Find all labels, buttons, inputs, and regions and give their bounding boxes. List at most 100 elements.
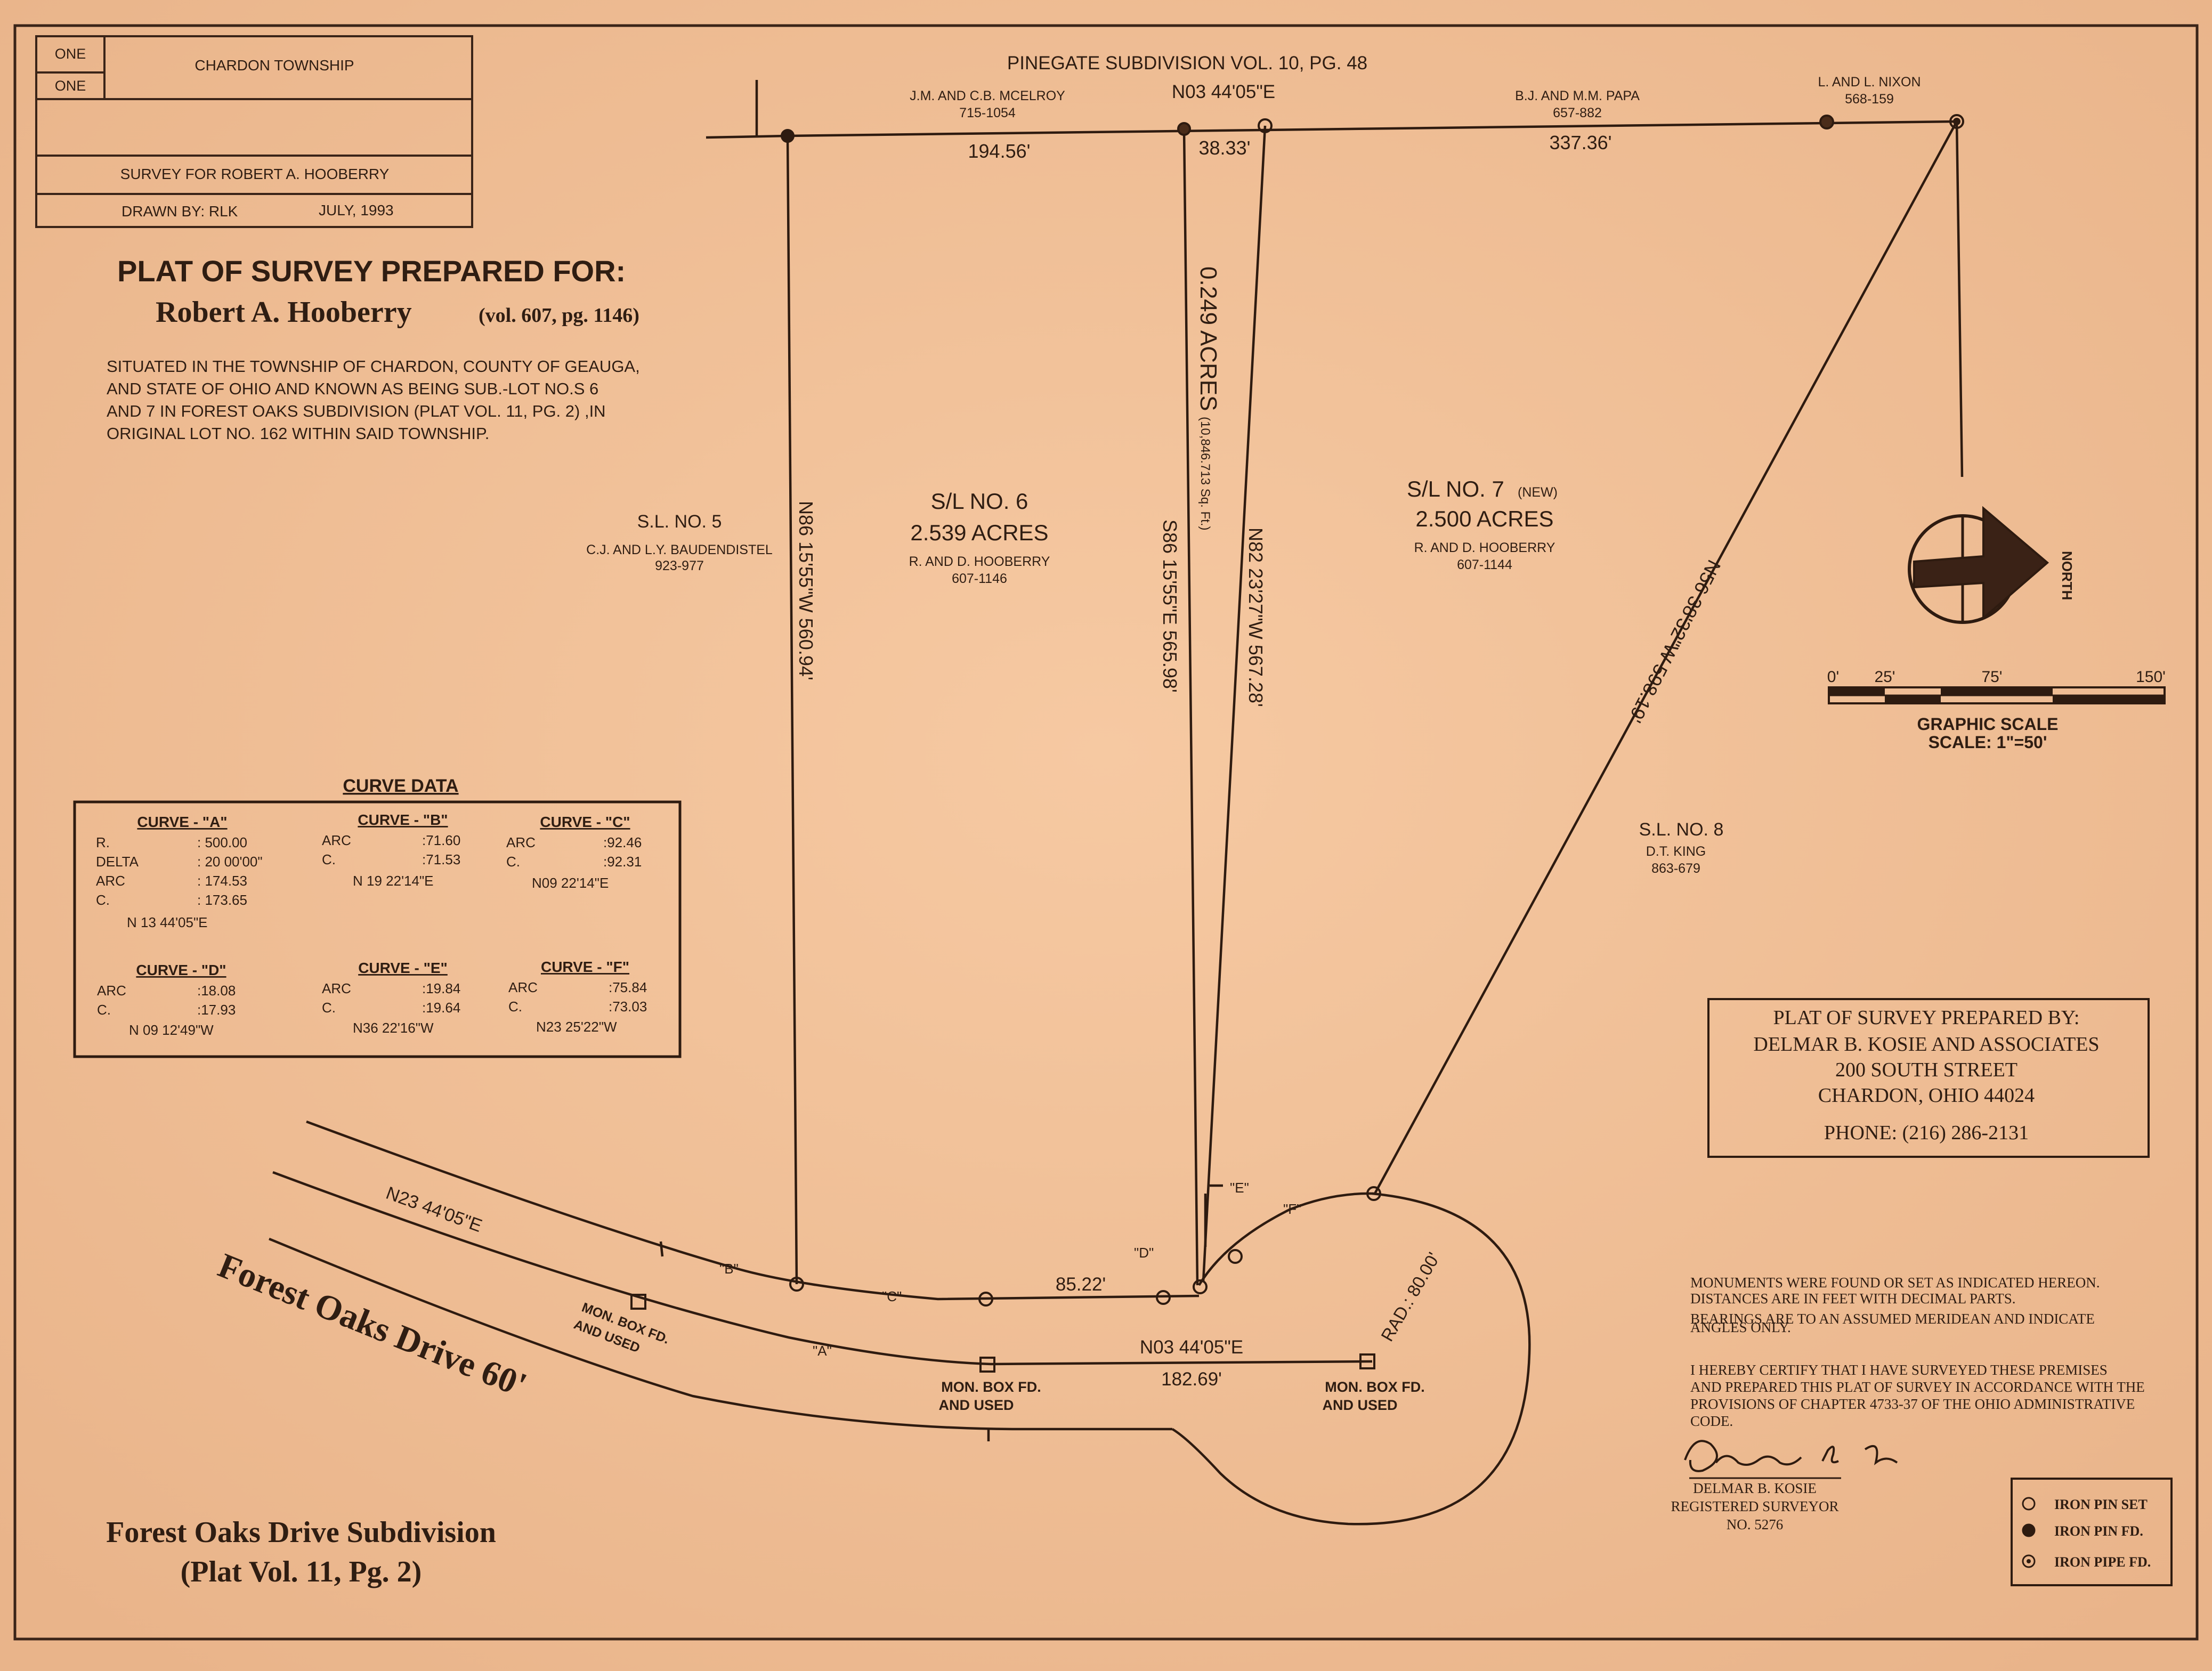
curve-a-c-val: : 173.65 <box>197 892 247 908</box>
description-line-1: SITUATED IN THE TOWNSHIP OF CHARDON, COU… <box>107 357 640 376</box>
iron-pipe-fd-marker <box>1949 114 1964 129</box>
curve-data-table <box>73 800 682 1058</box>
curve-c-block: CURVE - "C" ARC :92.46 C. :92.31 N09 22'… <box>506 814 642 891</box>
curve-b-c-key: C. <box>322 851 336 867</box>
curve-a-label: "A" <box>813 1343 832 1359</box>
scale-title: GRAPHIC SCALE <box>1917 715 2059 734</box>
curve-c-label: "C" <box>882 1288 902 1304</box>
curve-b-arc-key: ARC <box>322 832 351 848</box>
curve-c-c-val: :92.31 <box>603 854 642 870</box>
curve-b-c-val: :71.53 <box>422 851 460 867</box>
iron-pin-set-marker <box>1156 1290 1171 1305</box>
curve-f-name: CURVE - "F" <box>541 959 629 975</box>
curve-a-arc-val: : 174.53 <box>197 873 247 889</box>
mon-box-3-line-2: AND USED <box>1322 1397 1397 1413</box>
monument-box-marker <box>1359 1353 1375 1369</box>
curve-e-label: "E" <box>1230 1180 1249 1196</box>
curve-e-arc-key: ARC <box>322 980 351 996</box>
curve-e-block: CURVE - "E" ARC :19.84 C. :19.64 N36 22'… <box>322 960 460 1036</box>
dist-38-33: 38.33' <box>1199 137 1251 159</box>
plat-heading: PLAT OF SURVEY PREPARED FOR: <box>117 254 626 288</box>
papa-owner: B.J. AND M.M. PAPA <box>1515 88 1640 103</box>
iron-pin-set-icon <box>2022 1497 2036 1511</box>
curve-a-delta-key: DELTA <box>96 854 139 870</box>
surveyor-title: REGISTERED SURVEYOR <box>1671 1498 1838 1514</box>
monument-box-marker <box>979 1357 995 1373</box>
surveyor-number: NO. 5276 <box>1727 1516 1784 1532</box>
curve-e-name: CURVE - "E" <box>358 960 448 976</box>
curve-c-arc-key: ARC <box>506 834 536 850</box>
papa-ref: 657-882 <box>1553 106 1602 120</box>
monument-legend <box>2011 1478 2173 1586</box>
curve-a-bearing: N 13 44'05"E <box>127 914 208 930</box>
north-label: NORTH <box>2059 551 2075 600</box>
sl5-label: S.L. NO. 5 <box>637 512 722 532</box>
client-name: Robert A. Hooberry <box>156 296 412 329</box>
sl6-label: S/L NO. 6 <box>931 489 1028 514</box>
curve-d-arc-val: :18.08 <box>197 983 236 999</box>
curve-d-c-val: :17.93 <box>197 1002 236 1018</box>
note-line-2: DISTANCES ARE IN FEET WITH DECIMAL PARTS… <box>1690 1291 2016 1307</box>
curve-c-name: CURVE - "C" <box>540 814 630 830</box>
sl6-ref: 607-1146 <box>952 571 1007 586</box>
curve-f-arc-key: ARC <box>508 979 538 995</box>
east-line-label: N82 23'27"W 567.28' <box>1245 528 1267 707</box>
dist-85-22: 85.22' <box>1056 1274 1106 1295</box>
curve-d-name: CURVE - "D" <box>136 962 226 978</box>
prepared-by-box <box>1707 998 2150 1158</box>
curve-d-bearing: N 09 12'49"W <box>129 1022 214 1038</box>
middle-line-label: S86 15'55"E 565.98' <box>1159 520 1181 693</box>
nixon-ref: 568-159 <box>1845 92 1894 107</box>
south-bearing-label: N03 44'05"E <box>1140 1337 1243 1358</box>
legend-iron-pin-set: IRON PIN SET <box>2054 1497 2148 1512</box>
curve-e-arc-val: :19.84 <box>422 980 460 996</box>
iron-pin-fd-marker <box>781 129 795 143</box>
west-line-label: N86 15'55"W 560.94' <box>795 501 817 680</box>
description-line-2: AND STATE OF OHIO AND KNOWN AS BEING SUB… <box>107 379 598 398</box>
drawn-by-label: DRAWN BY: RLK <box>121 203 238 220</box>
iron-pin-fd-marker <box>1177 122 1191 136</box>
curve-e-c-val: :19.64 <box>422 1000 460 1016</box>
survey-for-label: SURVEY FOR ROBERT A. HOOBERRY <box>120 166 390 182</box>
iron-pin-set-marker <box>1228 1249 1243 1264</box>
iron-pin-fd-icon <box>2022 1523 2036 1537</box>
curve-b-arc-val: :71.60 <box>422 832 460 848</box>
north-bearing-label: N03 44'05"E <box>1172 82 1275 102</box>
note-line-3: BEARINGS ARE TO AN ASSUMED MERIDEAN AND … <box>1690 1311 2095 1327</box>
sl5-ref: 923-977 <box>655 558 704 573</box>
strip-acres-label: 0.249 ACRES <box>1195 266 1221 411</box>
scale-tick-0: 0' <box>1827 668 1839 686</box>
curve-f-c-val: :73.03 <box>609 999 647 1015</box>
certification-line-4: CODE. <box>1690 1413 1733 1429</box>
title-block <box>35 35 473 228</box>
survey-lines <box>269 80 1964 1526</box>
curve-a-delta-val: : 20 00'00" <box>197 854 263 870</box>
curve-f-label: "F" <box>1283 1201 1301 1217</box>
iron-pin-set-marker <box>978 1292 993 1307</box>
legend-iron-pin-fd: IRON PIN FD. <box>2054 1523 2143 1539</box>
surveyor-name: DELMAR B. KOSIE <box>1693 1480 1817 1496</box>
curve-d-block: CURVE - "D" ARC :18.08 C. :17.93 N 09 12… <box>97 962 236 1038</box>
prepared-by-line-2: DELMAR B. KOSIE AND ASSOCIATES <box>1753 1033 2099 1056</box>
legend-iron-pipe-fd: IRON PIPE FD. <box>2054 1554 2151 1570</box>
scale-tick-25: 25' <box>1874 668 1895 686</box>
curve-a-r-key: R. <box>96 834 110 850</box>
curve-a-c-key: C. <box>96 892 110 908</box>
iron-pin-set-marker <box>1258 118 1273 133</box>
mon-box-2-line-2: AND USED <box>938 1397 1014 1413</box>
mon-box-2-line-1: MON. BOX FD. <box>941 1379 1041 1395</box>
iron-pin-set-marker <box>789 1277 804 1292</box>
sl7-owner: R. AND D. HOOBERRY <box>1414 540 1555 555</box>
sl7-ref: 607-1144 <box>1457 557 1512 572</box>
subdivision-name: Forest Oaks Drive Subdivision <box>106 1516 496 1549</box>
pinegate-subdivision-label: PINEGATE SUBDIVISION VOL. 10, PG. 48 <box>1007 53 1367 74</box>
surveyor-signature <box>1684 1440 1898 1472</box>
iron-pipe-fd-icon <box>2022 1554 2036 1568</box>
curve-e-c-key: C. <box>322 1000 336 1016</box>
iron-pin-set-marker <box>1193 1279 1208 1294</box>
sl5-owner: C.J. AND L.Y. BAUDENDISTEL <box>586 542 773 557</box>
curve-d-c-key: C. <box>97 1002 111 1018</box>
certification-line-1: I HEREBY CERTIFY THAT I HAVE SURVEYED TH… <box>1690 1362 2108 1378</box>
strip-sqft-label: (10,846.713 Sq. Ft.) <box>1198 417 1212 530</box>
deed-reference: (vol. 607, pg. 1146) <box>479 304 639 327</box>
